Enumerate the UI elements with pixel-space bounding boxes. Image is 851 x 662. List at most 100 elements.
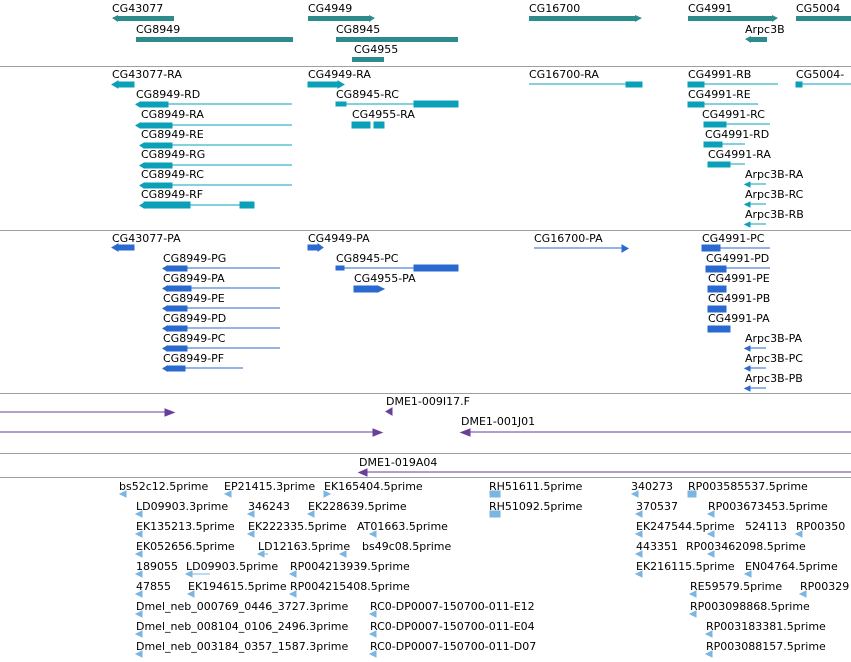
est-label[interactable]: RP00329 [800,580,850,593]
clone-label[interactable]: DME1-019A04 [359,456,438,469]
protein-label[interactable]: CG8949-PG [163,252,227,265]
protein-label[interactable]: CG43077-PA [112,232,181,245]
gene-feature[interactable] [352,57,384,62]
transcript-label[interactable]: CG8949-RA [141,108,204,121]
transcript-label[interactable]: CG8945-RC [336,88,399,101]
transcript-label[interactable]: CG16700-RA [529,68,599,81]
gene-label[interactable]: CG5004 [796,2,841,15]
transcript-label[interactable]: CG4991-RE [688,88,751,101]
transcript-label[interactable]: CG8949-RG [141,148,206,161]
est-label[interactable]: RC0-DP0007-150700-011-D07 [370,640,537,653]
gene-feature[interactable] [308,16,369,21]
transcript-label[interactable]: CG4991-RB [688,68,752,81]
est-label[interactable]: RP003673453.5prime [708,500,828,513]
protein-label[interactable]: CG4991-PB [708,292,771,305]
est-label[interactable]: Dmel_neb_008104_0106_2496.3prime [136,620,349,633]
est-label[interactable]: bs52c12.5prime [119,480,209,493]
gene-label[interactable]: CG4949 [308,2,353,15]
protein-label[interactable]: CG4991-PC [702,232,765,245]
protein-label[interactable]: CG16700-PA [534,232,603,245]
transcript-label[interactable]: CG4949-RA [308,68,371,81]
est-label[interactable]: EK222335.5prime [248,520,347,533]
protein-label[interactable]: CG4991-PA [708,312,770,325]
est-label[interactable]: RP003183381.5prime [706,620,826,633]
protein-label[interactable]: CG4991-PE [708,272,770,285]
protein-label[interactable]: CG8945-PC [336,252,399,265]
est-label[interactable]: AT01663.5prime [357,520,448,533]
est-label[interactable]: RP004213939.5prime [290,560,410,573]
transcript-label[interactable]: CG8949-RE [141,128,204,141]
est-label[interactable]: EK228639.5prime [308,500,407,513]
transcript-label[interactable]: Arpc3B-RA [745,168,804,181]
gene-feature[interactable] [529,16,635,21]
gene-label[interactable]: CG43077 [112,2,164,15]
transcript-label[interactable]: Arpc3B-RC [745,188,804,201]
est-label[interactable]: 346243 [248,500,290,513]
gene-label[interactable]: CG8945 [336,23,381,36]
transcript-label[interactable]: CG8949-RD [136,88,201,101]
transcript-label[interactable]: CG8949-RC [141,168,204,181]
protein-label[interactable]: CG8949-PA [163,272,225,285]
gene-feature[interactable] [336,37,458,42]
est-label[interactable]: LD12163.5prime [258,540,351,553]
protein-label[interactable]: Arpc3B-PB [745,372,803,385]
transcript-label[interactable]: CG43077-RA [112,68,182,81]
transcript-label[interactable]: CG4955-RA [352,108,415,121]
est-label[interactable]: EK216115.5prime [636,560,735,573]
protein-label[interactable]: CG4991-PD [706,252,770,265]
est-label[interactable]: 370537 [636,500,678,513]
est-label[interactable]: RE59579.5prime [690,580,783,593]
gene-label[interactable]: CG4991 [688,2,733,15]
gene-feature[interactable] [796,16,851,21]
gene-feature[interactable] [118,16,174,21]
protein-label[interactable]: CG4955-PA [354,272,416,285]
est-label[interactable]: LD09903.3prime [136,500,229,513]
clone-label[interactable]: DME1-001J01 [461,415,536,428]
est-label[interactable]: EK165404.5prime [324,480,423,493]
est-label[interactable]: RC0-DP0007-150700-011-E12 [370,600,535,613]
gene-label[interactable]: CG8949 [136,23,181,36]
est-label[interactable]: RP003462098.5prime [686,540,806,553]
transcript-label[interactable]: CG4991-RC [702,108,765,121]
est-label[interactable]: RP003098868.5prime [690,600,810,613]
est-label[interactable]: EK135213.5prime [136,520,235,533]
protein-label[interactable]: CG8949-PD [163,312,227,325]
transcript-label[interactable]: CG4991-RD [705,128,770,141]
est-label[interactable]: EK247544.5prime [636,520,735,533]
gene-feature[interactable] [136,37,293,42]
gene-label[interactable]: CG16700 [529,2,581,15]
est-label[interactable]: 443351 [636,540,678,553]
est-label[interactable]: RH51092.5prime [489,500,583,513]
gene-label[interactable]: Arpc3B [745,23,785,36]
transcript-label[interactable]: CG4991-RA [708,148,771,161]
est-label[interactable]: RP003585537.5prime [688,480,808,493]
est-label[interactable]: 47855 [136,580,171,593]
est-label[interactable]: RP00350 [796,520,846,533]
est-label[interactable]: RH51611.5prime [489,480,583,493]
protein-label[interactable]: Arpc3B-PC [745,352,803,365]
gene-feature[interactable] [688,16,772,21]
protein-label[interactable]: CG8949-PE [163,292,225,305]
gene-feature[interactable] [751,37,767,42]
transcript-label[interactable]: CG5004- [796,68,845,81]
transcript-label[interactable]: CG8949-RF [141,188,204,201]
est-label[interactable]: EK194615.5prime [188,580,287,593]
est-label[interactable]: RP003088157.5prime [706,640,826,653]
protein-label[interactable]: CG4949-PA [308,232,370,245]
est-label[interactable]: EK052656.5prime [136,540,235,553]
protein-label[interactable]: CG8949-PC [163,332,226,345]
est-label[interactable]: bs49c08.5prime [362,540,452,553]
est-label[interactable]: RC0-DP0007-150700-011-E04 [370,620,535,633]
est-label[interactable]: EN04764.5prime [745,560,838,573]
est-label[interactable]: LD09903.5prime [186,560,279,573]
est-label[interactable]: RP004215408.5prime [290,580,410,593]
protein-label[interactable]: CG8949-PF [163,352,225,365]
est-label[interactable]: Dmel_neb_000769_0446_3727.3prime [136,600,349,613]
clone-label[interactable]: DME1-009I17.F [386,395,470,408]
gene-label[interactable]: CG4955 [354,43,399,56]
est-label[interactable]: 524113 [745,520,787,533]
transcript-label[interactable]: Arpc3B-RB [745,208,804,221]
est-label[interactable]: 189055 [136,560,178,573]
est-label[interactable]: Dmel_neb_003184_0357_1587.3prime [136,640,349,653]
est-label[interactable]: EP21415.3prime [224,480,316,493]
